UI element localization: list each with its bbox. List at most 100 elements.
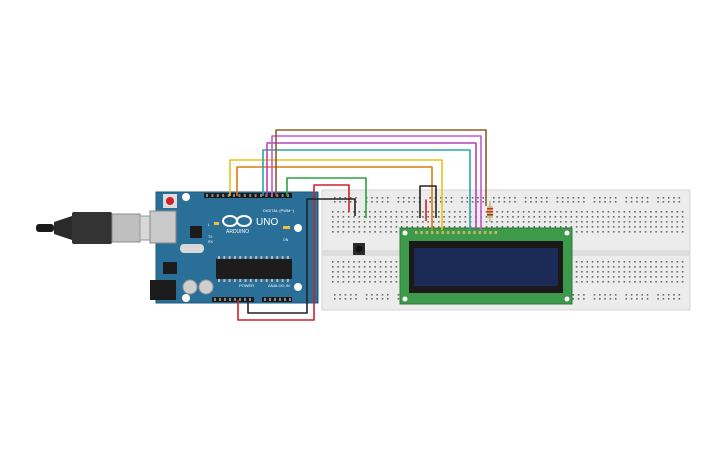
lcd-pin <box>468 231 471 234</box>
breadboard-hole <box>450 201 453 203</box>
breadboard-hole <box>496 221 498 223</box>
breadboard-hole <box>406 226 408 228</box>
breadboard-hole <box>349 298 352 300</box>
breadboard-hole <box>422 226 424 228</box>
lcd-pin <box>420 231 423 234</box>
breadboard-hole <box>453 216 456 218</box>
breadboard-hole <box>448 221 451 223</box>
breadboard-hole <box>337 211 339 213</box>
breadboard-hole <box>337 216 339 218</box>
breadboard-hole <box>660 266 663 268</box>
breadboard-hole <box>400 226 403 228</box>
breadboard-hole <box>678 294 681 296</box>
header-pin <box>214 298 216 301</box>
breadboard-hole <box>570 226 573 228</box>
breadboard-hole <box>583 298 585 300</box>
breadboard-hole <box>662 197 665 199</box>
breadboard-hole <box>379 226 382 228</box>
breadboard-hole <box>662 298 665 300</box>
pushbutton-cap[interactable] <box>355 245 363 253</box>
pushbutton[interactable] <box>353 243 365 255</box>
breadboard-hole <box>376 197 378 199</box>
breadboard-hole <box>416 226 419 228</box>
breadboard-hole <box>528 216 530 218</box>
breadboard-hole <box>379 281 382 283</box>
breadboard-hole <box>650 266 652 268</box>
breadboard-hole <box>660 216 663 218</box>
breadboard-hole <box>395 281 398 283</box>
breadboard-hole <box>339 298 341 300</box>
breadboard-hole <box>681 266 684 268</box>
breadboard-hole <box>347 226 350 228</box>
l-led-label: L <box>208 223 210 227</box>
breadboard-hole <box>646 197 649 199</box>
breadboard-hole <box>416 216 419 218</box>
breadboard-hole <box>363 261 366 263</box>
breadboard-hole <box>561 201 564 203</box>
chip-leg <box>276 279 279 282</box>
lcd-pin <box>436 231 439 234</box>
breadboard-hole <box>604 201 606 203</box>
breadboard-hole <box>625 294 628 296</box>
breadboard-hole <box>665 276 668 278</box>
breadboard-hole <box>660 271 663 273</box>
breadboard-hole <box>549 211 551 213</box>
breadboard-hole <box>491 226 493 228</box>
breadboard-hole <box>413 197 416 199</box>
breadboard-hole <box>385 271 387 273</box>
breadboard-hole <box>681 226 684 228</box>
breadboard-hole <box>650 281 652 283</box>
breadboard-hole <box>530 201 532 203</box>
breadboard-hole <box>347 266 350 268</box>
lcd-pin <box>489 231 492 234</box>
breadboard-hole <box>597 211 599 213</box>
breadboard-hole <box>641 201 643 203</box>
breadboard-hole <box>459 211 461 213</box>
breadboard-hole <box>448 226 451 228</box>
breadboard-hole <box>572 294 575 296</box>
breadboard-hole <box>453 211 456 213</box>
breadboard-hole <box>634 216 636 218</box>
breadboard-hole <box>390 216 392 218</box>
chip-leg <box>265 256 268 259</box>
breadboard-hole <box>466 197 469 199</box>
breadboard-hole <box>572 298 575 300</box>
breadboard-hole <box>332 226 334 228</box>
breadboard-hole <box>339 201 341 203</box>
header-pin <box>227 194 230 197</box>
breadboard-hole <box>508 197 511 199</box>
breadboard-hole <box>577 197 580 199</box>
breadboard-hole <box>358 216 361 218</box>
breadboard-hole <box>586 261 588 263</box>
header-pin <box>234 298 236 301</box>
breadboard-hole <box>347 271 350 273</box>
breadboard-hole <box>411 226 414 228</box>
breadboard-hole <box>676 221 679 223</box>
breadboard-hole <box>381 298 384 300</box>
breadboard-hole <box>644 211 647 213</box>
breadboard-hole <box>614 298 617 300</box>
breadboard-hole <box>607 271 610 273</box>
breadboard-hole <box>628 216 631 218</box>
breadboard-hole <box>586 211 588 213</box>
breadboard-hole <box>650 211 652 213</box>
breadboard-hole <box>344 294 347 296</box>
breadboard-hole <box>641 298 643 300</box>
breadboard-hole <box>604 298 606 300</box>
breadboard-hole <box>376 201 378 203</box>
breadboard-hole <box>406 216 408 218</box>
wire-teal <box>262 149 471 230</box>
breadboard-hole <box>411 211 414 213</box>
breadboard-hole <box>586 281 588 283</box>
breadboard-hole <box>628 211 631 213</box>
breadboard-hole <box>586 231 588 233</box>
breadboard-hole <box>528 221 530 223</box>
breadboard-hole <box>618 271 620 273</box>
breadboard-hole <box>353 261 355 263</box>
l-led <box>214 222 219 225</box>
breadboard-hole <box>636 201 638 203</box>
breadboard-hole <box>657 201 659 203</box>
reset-button-cap[interactable] <box>166 197 174 205</box>
breadboard-hole <box>402 201 405 203</box>
header-pin <box>249 194 252 197</box>
